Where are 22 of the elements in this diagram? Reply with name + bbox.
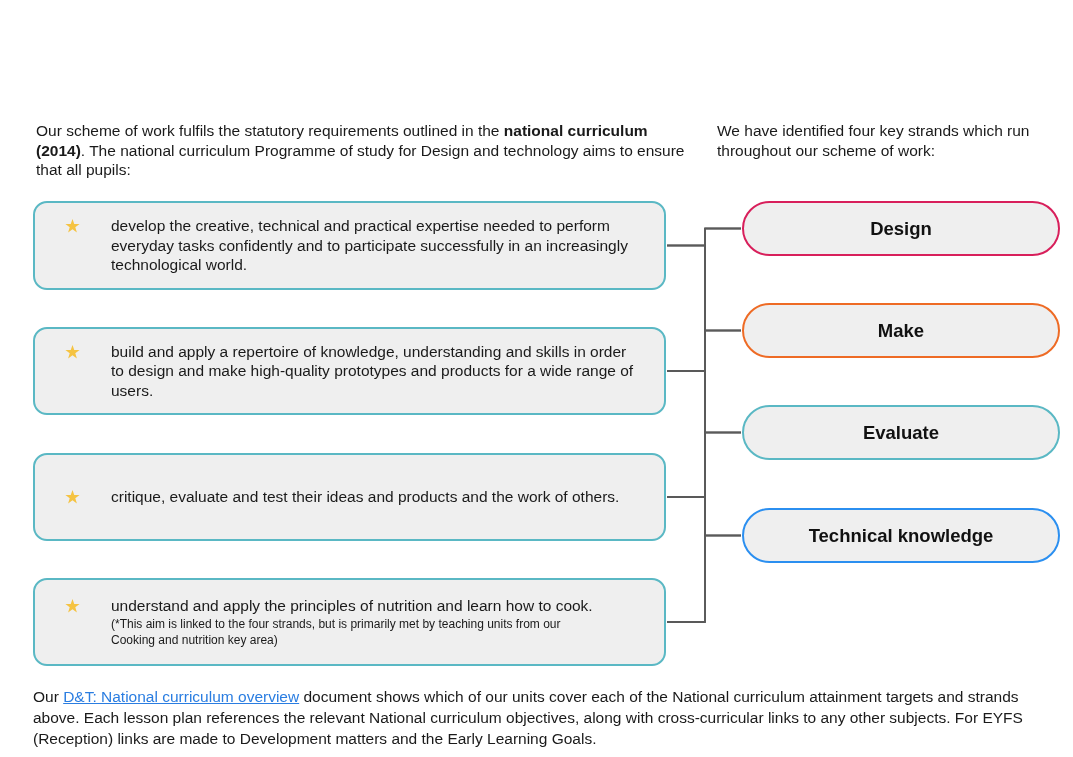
aim-text: develop the creative, technical and practical expertise needed to perform everyday tasks confidently and to participate successfully in an increasingly technological world. — [111, 216, 629, 275]
note-text: (*This aim is linked to the four strands, but is primarily met by teaching units from our Cooking and nutrition key area) — [111, 616, 562, 649]
closing-paragraph: Our D&T: National curriculum overview document shows which of our units cover each of the National curriculum attainment targets and strands above. Each lesson plan references the relevant National curriculum objectives, along with cross-curricular links to any other subjects. For EYFS (Reception) links are made to Development matters and the Early Learning Goals. — [33, 687, 1024, 749]
strand-label: Design — [870, 217, 932, 240]
connector-line — [666, 534, 742, 623]
strand-pill — [742, 508, 1060, 563]
intro-paragraph: We have identified four key strands which run throughout our scheme of work: — [717, 121, 1031, 160]
aim-text: build and apply a repertoire of knowledge, understanding and skills in order to design and make high-quality prototypes and products for a wide range of users. — [111, 341, 635, 401]
strand-pill — [742, 303, 1060, 358]
intro-paragraph: Our scheme of work fulfils the statutory requirements outlined in the national curriculum (2014). The national curriculum Programme of study for Design and technology aims to ensure that all pupils: — [36, 121, 686, 180]
aim-box — [33, 327, 666, 415]
aim-box — [33, 201, 666, 290]
aim-box — [33, 453, 666, 541]
strand-label: Evaluate — [862, 421, 940, 444]
aim-text: critique, evaluate and test their ideas and products and the work of others. — [111, 487, 621, 507]
strand-pill — [742, 405, 1060, 460]
strand-label: Make — [877, 319, 925, 342]
aim-text: understand and apply the principles of nutrition and learn how to cook. — [111, 595, 594, 616]
document-link: D&T: National curriculum overview — [63, 688, 300, 705]
aim-box — [33, 578, 666, 666]
strand-pill — [742, 201, 1060, 256]
strand-label: Technical knowledge — [808, 524, 994, 547]
